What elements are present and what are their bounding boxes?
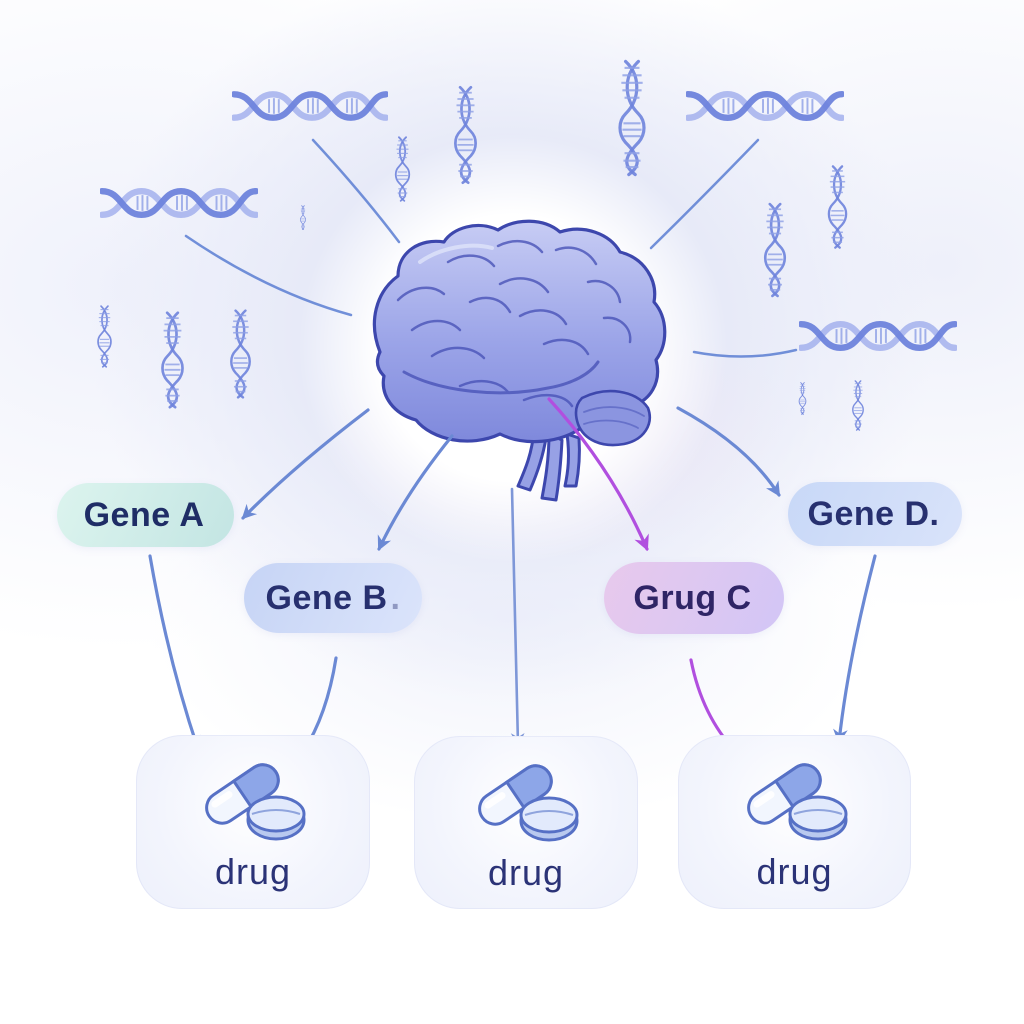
dna-helix-icon xyxy=(453,85,478,185)
drug-label: drug xyxy=(487,852,565,893)
arrow-brain-to-gene-a xyxy=(241,408,370,520)
dna-helix-icon xyxy=(851,380,865,431)
dna-helix-icon xyxy=(234,94,386,117)
drug-box-1: drug xyxy=(136,735,370,909)
dna-helix-icon xyxy=(688,94,842,118)
dna-connector-line xyxy=(311,138,401,244)
pills-icon xyxy=(730,751,860,847)
gene-node-b: Gene B. xyxy=(244,563,422,633)
dna-helix-icon xyxy=(798,382,807,415)
dna-connector-line xyxy=(184,234,353,317)
pills-icon xyxy=(188,751,318,847)
dna-helix-icon xyxy=(763,202,787,298)
gene-label-suffix: . xyxy=(390,578,401,617)
dna-helix-icon xyxy=(97,305,112,368)
brain-icon xyxy=(372,219,667,502)
dna-helix-icon xyxy=(618,59,646,177)
arrow-gene-a-to-drug-1 xyxy=(148,554,201,751)
drug-label: drug xyxy=(756,851,833,892)
gene-label: Gene D. xyxy=(807,494,940,533)
dna-helix-icon xyxy=(230,309,251,399)
dna-helix-icon xyxy=(801,324,955,348)
gene-node-d: Gene D. xyxy=(788,482,962,546)
drug-label: drug xyxy=(214,851,292,892)
dna-connector-line xyxy=(649,138,760,250)
dna-helix-icon xyxy=(827,165,848,249)
drug-box-3: drug xyxy=(678,735,911,909)
dna-connector-line xyxy=(692,348,798,358)
arrow-brain-to-gene-d xyxy=(676,406,781,497)
dna-helix-icon xyxy=(161,311,184,409)
dna-helix-icon xyxy=(102,191,256,215)
gene-node-c: Grug C xyxy=(604,562,784,634)
drug-box-2: drug xyxy=(414,736,638,909)
dna-helix-icon xyxy=(394,136,411,202)
gene-node-a: Gene A xyxy=(57,483,234,547)
pills-icon xyxy=(461,752,591,848)
gene-label: Gene B xyxy=(265,578,388,617)
arrow-brain-to-gene-b xyxy=(377,434,454,551)
arrow-gene-d-to-drug-3 xyxy=(833,554,877,744)
arrow-brain-to-drug-2 xyxy=(510,487,525,747)
gene-label: Gene A xyxy=(83,495,205,534)
dna-helix-icon xyxy=(299,205,307,230)
arrow-brain-to-gene-c xyxy=(547,397,649,551)
gene-label: Grug C xyxy=(633,578,752,617)
